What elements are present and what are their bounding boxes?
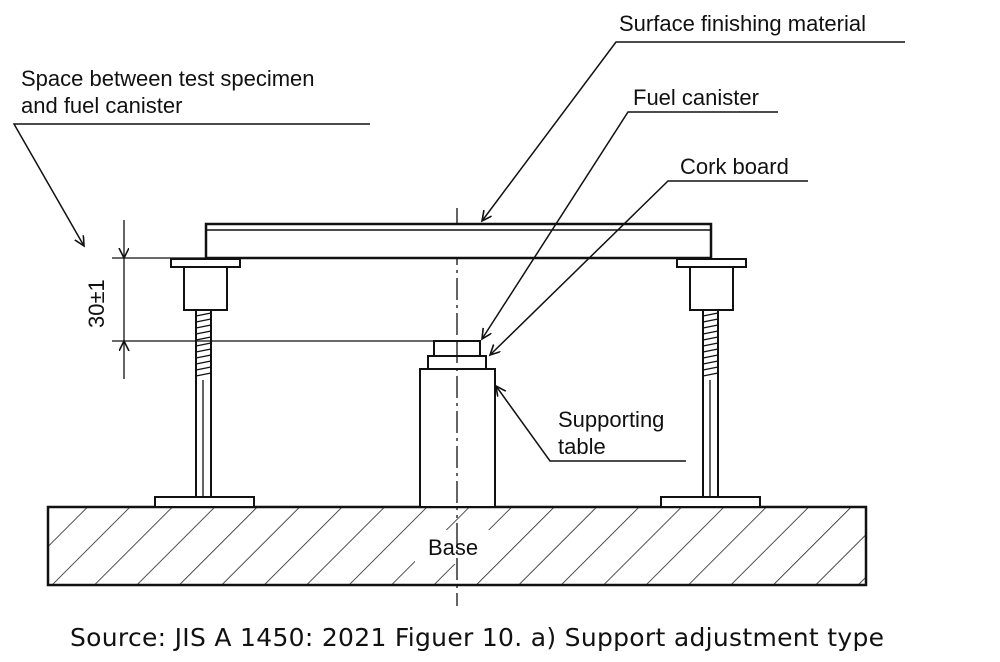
base-label-mask bbox=[415, 530, 497, 564]
label-supporting-line1: Supporting bbox=[558, 407, 665, 432]
label-fuel-canister: Fuel canister bbox=[633, 85, 759, 110]
specimen-plate bbox=[204, 222, 713, 260]
left-support bbox=[154, 258, 255, 508]
label-base: Base bbox=[428, 535, 479, 560]
label-surface-finishing-material: Surface finishing material bbox=[619, 11, 867, 36]
right-support bbox=[660, 258, 761, 508]
label-space-line1: Space between test specimen bbox=[21, 66, 315, 91]
label-space-line2: and fuel canister bbox=[21, 93, 183, 118]
dimension-30 bbox=[112, 220, 434, 379]
leader-lines bbox=[12, 41, 905, 462]
label-supporting-line2: table bbox=[558, 434, 606, 459]
figure-caption: Source: JIS A 1450: 2021 Figuer 10. a) S… bbox=[70, 623, 885, 652]
label-cork-board: Cork board bbox=[680, 154, 789, 179]
label-dimension: 30±1 bbox=[84, 279, 109, 328]
